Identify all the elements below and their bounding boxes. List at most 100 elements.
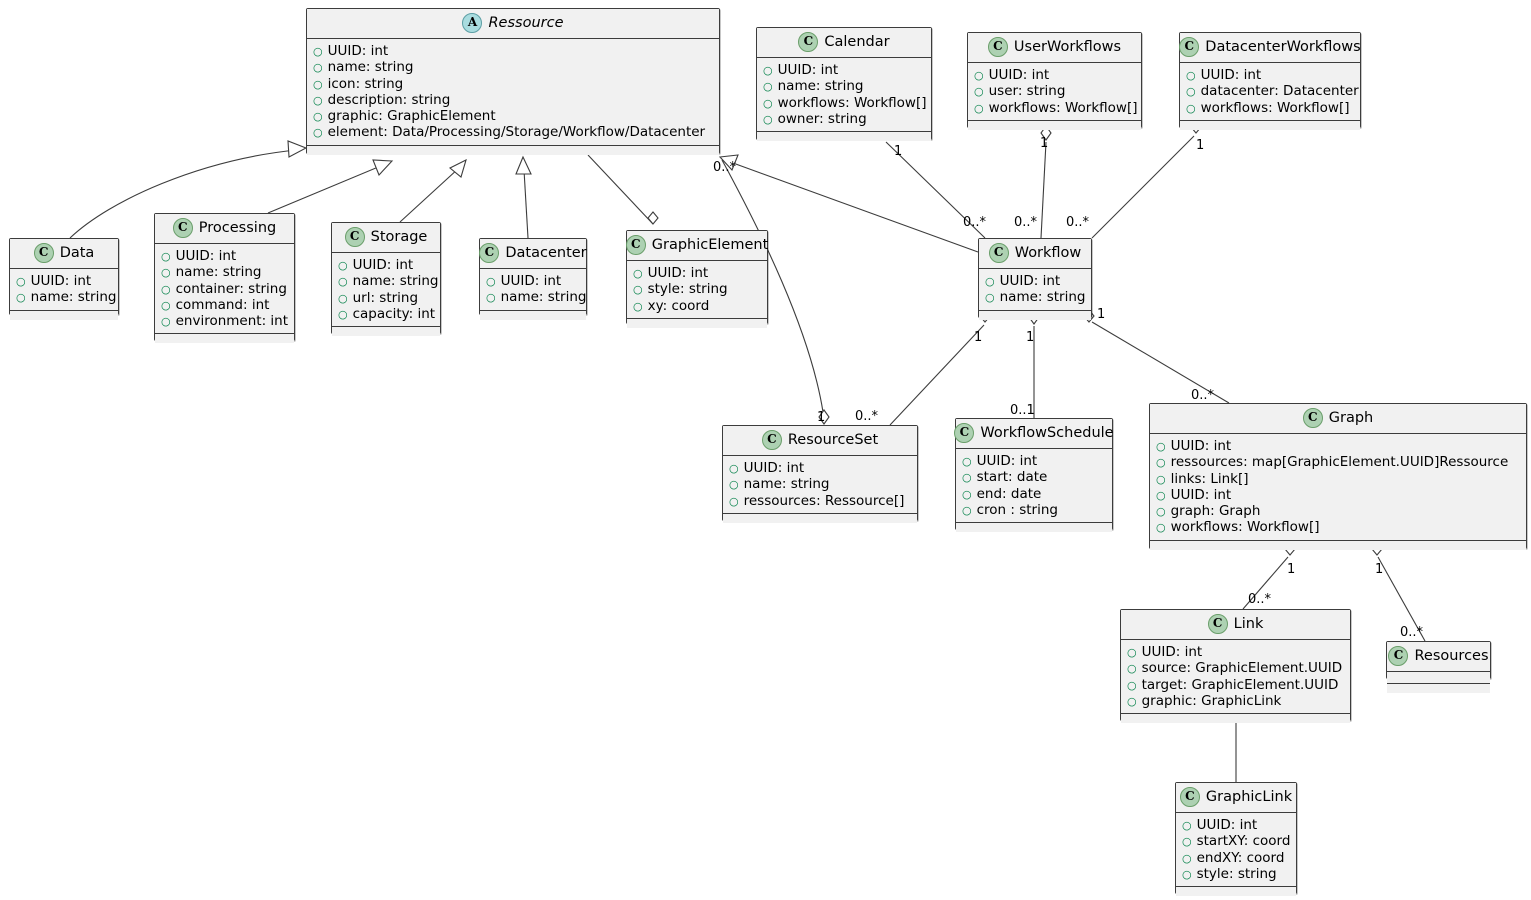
class-icon: C: [1179, 37, 1200, 57]
visibility-public-icon: ○: [161, 315, 171, 329]
visibility-public-icon: ○: [313, 126, 323, 140]
visibility-public-icon: ○: [763, 96, 773, 110]
class-attribute: ○UUID: int: [486, 273, 579, 289]
attribute-text: UUID: int: [175, 248, 237, 264]
attribute-text: workflows: Workflow[]: [1200, 99, 1350, 116]
class-attribute: ○UUID: int: [974, 67, 1134, 83]
class-attributes: [1387, 672, 1490, 683]
class-attribute: ○name: string: [763, 78, 924, 94]
class-attribute: ○graphic: GraphicLink: [1127, 693, 1343, 709]
class-name: Storage: [370, 229, 428, 245]
class-name: Graph: [1328, 410, 1374, 426]
class-attribute: ○ environment: int: [161, 313, 289, 330]
attribute-text: container: string: [175, 280, 287, 297]
edge-workflow-has-workflowschedule: [1028, 309, 1040, 418]
class-attributes: ○ UUID: int○style: string○xy: coord: [627, 261, 767, 318]
class-methods-section: [757, 131, 931, 142]
attribute-text: environment: int: [175, 313, 289, 330]
attribute-text: icon: string: [327, 75, 404, 92]
class-attribute: ○graphic: GraphicElement: [313, 108, 712, 124]
attribute-text: cron : string: [976, 501, 1058, 518]
attribute-text: UUID: int: [999, 273, 1061, 289]
class-attribute: ○UUID: int: [16, 273, 111, 289]
class-attribute: ○source: GraphicElement.UUID: [1127, 660, 1343, 676]
class-name: Calendar: [824, 34, 890, 50]
class-attribute: ○style: string: [633, 281, 760, 297]
attribute-text: workflows: Workflow[]: [988, 99, 1138, 116]
visibility-public-icon: ○: [1156, 440, 1166, 453]
multiplicity-label-m-wf-graph: 1: [1097, 307, 1106, 322]
attribute-text: start: date: [976, 469, 1048, 486]
attribute-text: UUID: int: [743, 460, 805, 476]
visibility-public-icon: ○: [962, 487, 972, 501]
class-attributes: ○UUID: int○source: GraphicElement.UUID○t…: [1121, 640, 1350, 714]
visibility-public-icon: ○: [1127, 646, 1137, 659]
attribute-text: name: string: [999, 289, 1086, 306]
class-icon: C: [798, 32, 819, 52]
class-attribute: ○UUID: int: [313, 43, 712, 59]
visibility-public-icon: ○: [313, 77, 323, 91]
visibility-public-icon: ○: [974, 101, 984, 115]
class-attribute: ○name: string: [985, 289, 1086, 306]
class-methods-section: [1180, 119, 1360, 130]
attribute-text: UUID: int: [647, 265, 709, 281]
class-attribute: ○UUID: int: [1156, 438, 1519, 454]
visibility-public-icon: ○: [1156, 488, 1166, 502]
visibility-public-icon: ○: [1127, 694, 1137, 708]
class-attribute: ○UUID: int: [161, 248, 287, 264]
class-attributes: ○UUID: int○name: string○url: string○capa…: [332, 253, 440, 327]
edge-processing-extends-ressource: [267, 159, 394, 214]
class-methods-section: [1121, 713, 1350, 724]
class-attribute: ○xy: coord: [633, 298, 760, 314]
visibility-public-icon: ○: [633, 283, 643, 297]
class-attribute: ○UUID: int: [1127, 644, 1343, 660]
attribute-text: capacity: int: [352, 305, 436, 322]
class-name: Processing: [198, 220, 277, 236]
class-attribute: ○UUID: int: [962, 453, 1105, 469]
attribute-text: end: date: [976, 485, 1042, 502]
attribute-text: description: string: [327, 91, 451, 108]
abstract-class-icon: A: [462, 13, 483, 33]
visibility-public-icon: ○: [161, 282, 171, 296]
class-attribute: ○command: int: [161, 297, 287, 313]
attribute-text: xy: coord: [647, 297, 710, 314]
visibility-public-icon: ○: [1182, 835, 1192, 849]
attribute-text: user: string: [988, 83, 1066, 100]
class-methods-section: [979, 309, 1091, 320]
class-icon: C: [954, 423, 975, 443]
attribute-text: url: string: [352, 289, 419, 306]
visibility-public-icon: ○: [1182, 819, 1192, 832]
attribute-text: UUID: int: [500, 273, 562, 289]
class-methods-section: [1387, 683, 1490, 693]
visibility-public-icon: ○: [338, 259, 348, 272]
multiplicity-label-m-schedule-wf: 0..1: [1010, 403, 1035, 418]
multiplicity-label-m-graph-res-1: 1: [1375, 562, 1384, 577]
class-attribute: ○UUID: int: [729, 460, 910, 476]
class-attribute: ○startXY: coord: [1182, 833, 1290, 849]
class-icon: C: [172, 218, 193, 238]
visibility-public-icon: ○: [161, 266, 171, 280]
attribute-text: name: string: [30, 289, 117, 306]
